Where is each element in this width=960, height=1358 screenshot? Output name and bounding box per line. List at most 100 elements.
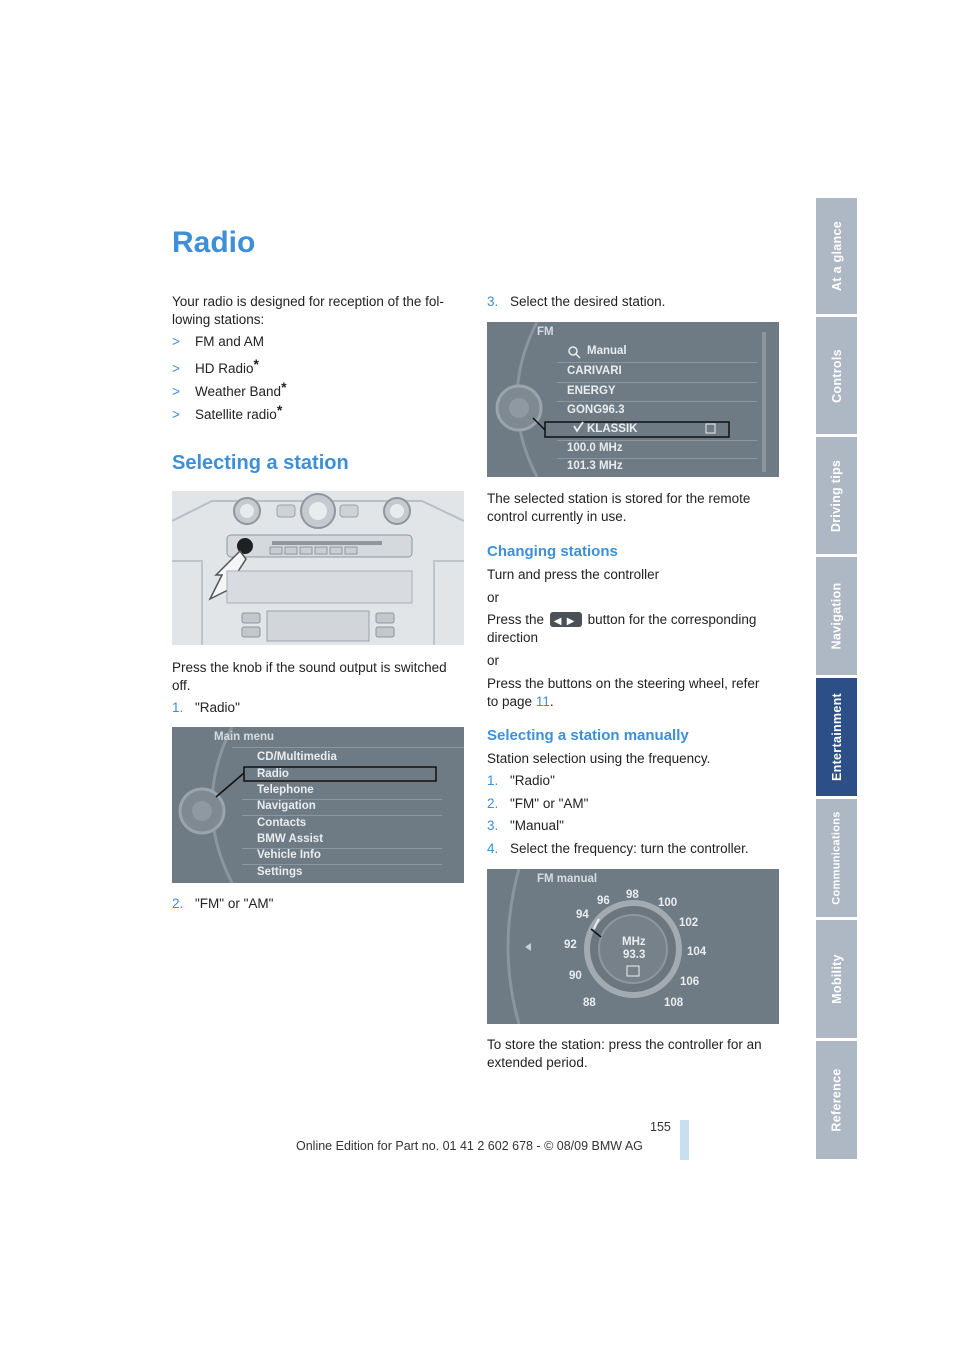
station-item[interactable]: ENERGY	[567, 385, 616, 397]
manual-step: 1. "Radio"	[487, 772, 555, 790]
menu-item[interactable]: Navigation	[257, 800, 316, 812]
bullet-marker: >	[172, 384, 180, 399]
step-text: "Manual"	[510, 818, 564, 833]
tab-mobility[interactable]: Mobility	[816, 920, 857, 1038]
step-1: 1."Radio"	[172, 699, 240, 717]
frequency-unit: MHz	[622, 936, 646, 948]
station-type-label: HD Radio	[195, 361, 254, 376]
step-text: "Radio"	[195, 700, 240, 715]
manual-step: 4. Select the frequency: turn the control…	[487, 840, 749, 858]
menu-item[interactable]: CD/Multimedia	[257, 751, 337, 763]
dial-tick: 108	[664, 997, 684, 1009]
dashboard-illustration	[172, 491, 464, 645]
menu-item[interactable]: Telephone	[257, 784, 314, 796]
manual-step: 2."FM" or "AM"	[487, 795, 588, 813]
station-item[interactable]: 101.3 MHz	[567, 460, 623, 472]
press-the-text: Press the	[487, 612, 545, 627]
station-type-item: >Satellite radio*	[172, 402, 282, 422]
menu-header: Main menu	[214, 731, 275, 743]
menu-item-selected[interactable]: Radio	[257, 768, 289, 780]
press-knob-line-2: off.	[172, 678, 191, 693]
tab-label: Reference	[829, 1068, 844, 1132]
stored-note-line-1: The selected station is stored for the r…	[487, 491, 751, 506]
footer-text: Online Edition for Part no. 01 41 2 602 …	[296, 1139, 643, 1153]
tab-label: Navigation	[829, 582, 844, 650]
tab-controls[interactable]: Controls	[816, 317, 857, 434]
dial-tick: 88	[583, 997, 596, 1009]
option-star: *	[253, 356, 259, 372]
tab-label: Communications	[830, 811, 843, 905]
main-menu-screen: Main menu CD/Multimedia Radio Telephone …	[172, 727, 464, 883]
step-text: "Radio"	[510, 773, 555, 788]
tab-navigation[interactable]: Navigation	[816, 557, 857, 675]
tab-label: At a glance	[829, 221, 844, 291]
menu-item[interactable]: BMW Assist	[257, 833, 324, 845]
station-type-label: Weather Band	[195, 384, 282, 399]
tab-at-a-glance[interactable]: At a glance	[816, 198, 857, 314]
tab-driving-tips[interactable]: Driving tips	[816, 437, 857, 554]
menu-item[interactable]: Settings	[257, 866, 303, 878]
manual-option[interactable]: Manual	[587, 345, 627, 357]
or-text: or	[487, 653, 500, 668]
dial-tick: 106	[680, 976, 700, 988]
option-star: *	[276, 402, 283, 418]
press-knob-line-1: Press the knob if the sound output is sw…	[172, 660, 447, 675]
screen-header: FM manual	[537, 873, 598, 885]
dial-tick: 90	[569, 970, 582, 982]
menu-item[interactable]: Contacts	[257, 817, 307, 829]
dial-tick: 102	[679, 917, 699, 929]
step-number: 2.	[172, 896, 184, 911]
step-number: 3.	[487, 818, 499, 833]
step-number: 4.	[487, 841, 499, 856]
step-3: 3. Select the desired station.	[487, 293, 665, 311]
store-note-line-2: extended period.	[487, 1055, 588, 1070]
screen-header: FM	[537, 326, 554, 338]
direction-button-icon: ◀ ▶	[549, 612, 582, 627]
step-number: 1.	[487, 773, 499, 788]
step-number: 2.	[487, 796, 499, 811]
or-text: or	[487, 590, 500, 605]
station-type-label: FM and AM	[195, 334, 265, 349]
station-item[interactable]: CARIVARI	[567, 365, 622, 377]
tab-reference[interactable]: Reference	[816, 1041, 857, 1159]
page-link[interactable]: 11	[535, 694, 550, 709]
menu-item[interactable]: Vehicle Info	[257, 849, 321, 861]
section-heading-manual: Selecting a station manually	[487, 727, 689, 744]
step-text: Select the desired station.	[510, 294, 666, 309]
page-number: 155	[650, 1120, 671, 1134]
steering-line-2: to page 11.	[487, 694, 554, 709]
page-title: Radio	[172, 226, 256, 259]
option-star: *	[281, 379, 287, 395]
station-item-selected[interactable]: KLASSIK	[587, 423, 638, 435]
step-text: Select the frequency: turn the controlle…	[510, 841, 749, 856]
tab-label: Controls	[829, 348, 844, 403]
intro-line-2: lowing stations:	[172, 312, 265, 327]
frequency-value: 93.3	[623, 949, 646, 961]
station-item[interactable]: GONG96.3	[567, 404, 625, 416]
dial-tick: 100	[658, 897, 678, 909]
steering-text: to page	[487, 694, 533, 709]
press-button-line-1: Press the ◀ ▶ button for the correspondi…	[487, 611, 756, 629]
dial-tick: 104	[687, 946, 707, 958]
tab-entertainment[interactable]: Entertainment	[816, 678, 857, 796]
bullet-marker: >	[172, 407, 180, 422]
dial-tick: 96	[597, 895, 610, 907]
press-button-line-2: direction	[487, 630, 539, 645]
dial-tick: 94	[576, 909, 589, 921]
steering-line-1: Press the buttons on the steering wheel,…	[487, 676, 760, 691]
tab-label: Mobility	[829, 954, 844, 1004]
section-heading-changing: Changing stations	[487, 543, 618, 560]
stored-note-line-2: control currently in use.	[487, 509, 627, 524]
tab-communications[interactable]: Communications	[816, 799, 857, 917]
section-heading-selecting: Selecting a station	[172, 452, 349, 474]
fm-manual-screen: FM manual MHz 93.3 88 90 92 94 96 98 100…	[487, 869, 779, 1024]
bullet-marker: >	[172, 361, 180, 376]
store-note-line-1: To store the station: press the controll…	[487, 1037, 762, 1052]
station-type-item: > HD Radio*	[172, 356, 259, 376]
page-marker-bar	[680, 1120, 689, 1160]
tab-label: Driving tips	[829, 459, 844, 532]
tab-label: Entertainment	[829, 693, 844, 781]
step-number: 3.	[487, 294, 499, 309]
station-item[interactable]: 100.0 MHz	[567, 442, 623, 454]
turn-press-text: Turn and press the controller	[487, 567, 660, 582]
